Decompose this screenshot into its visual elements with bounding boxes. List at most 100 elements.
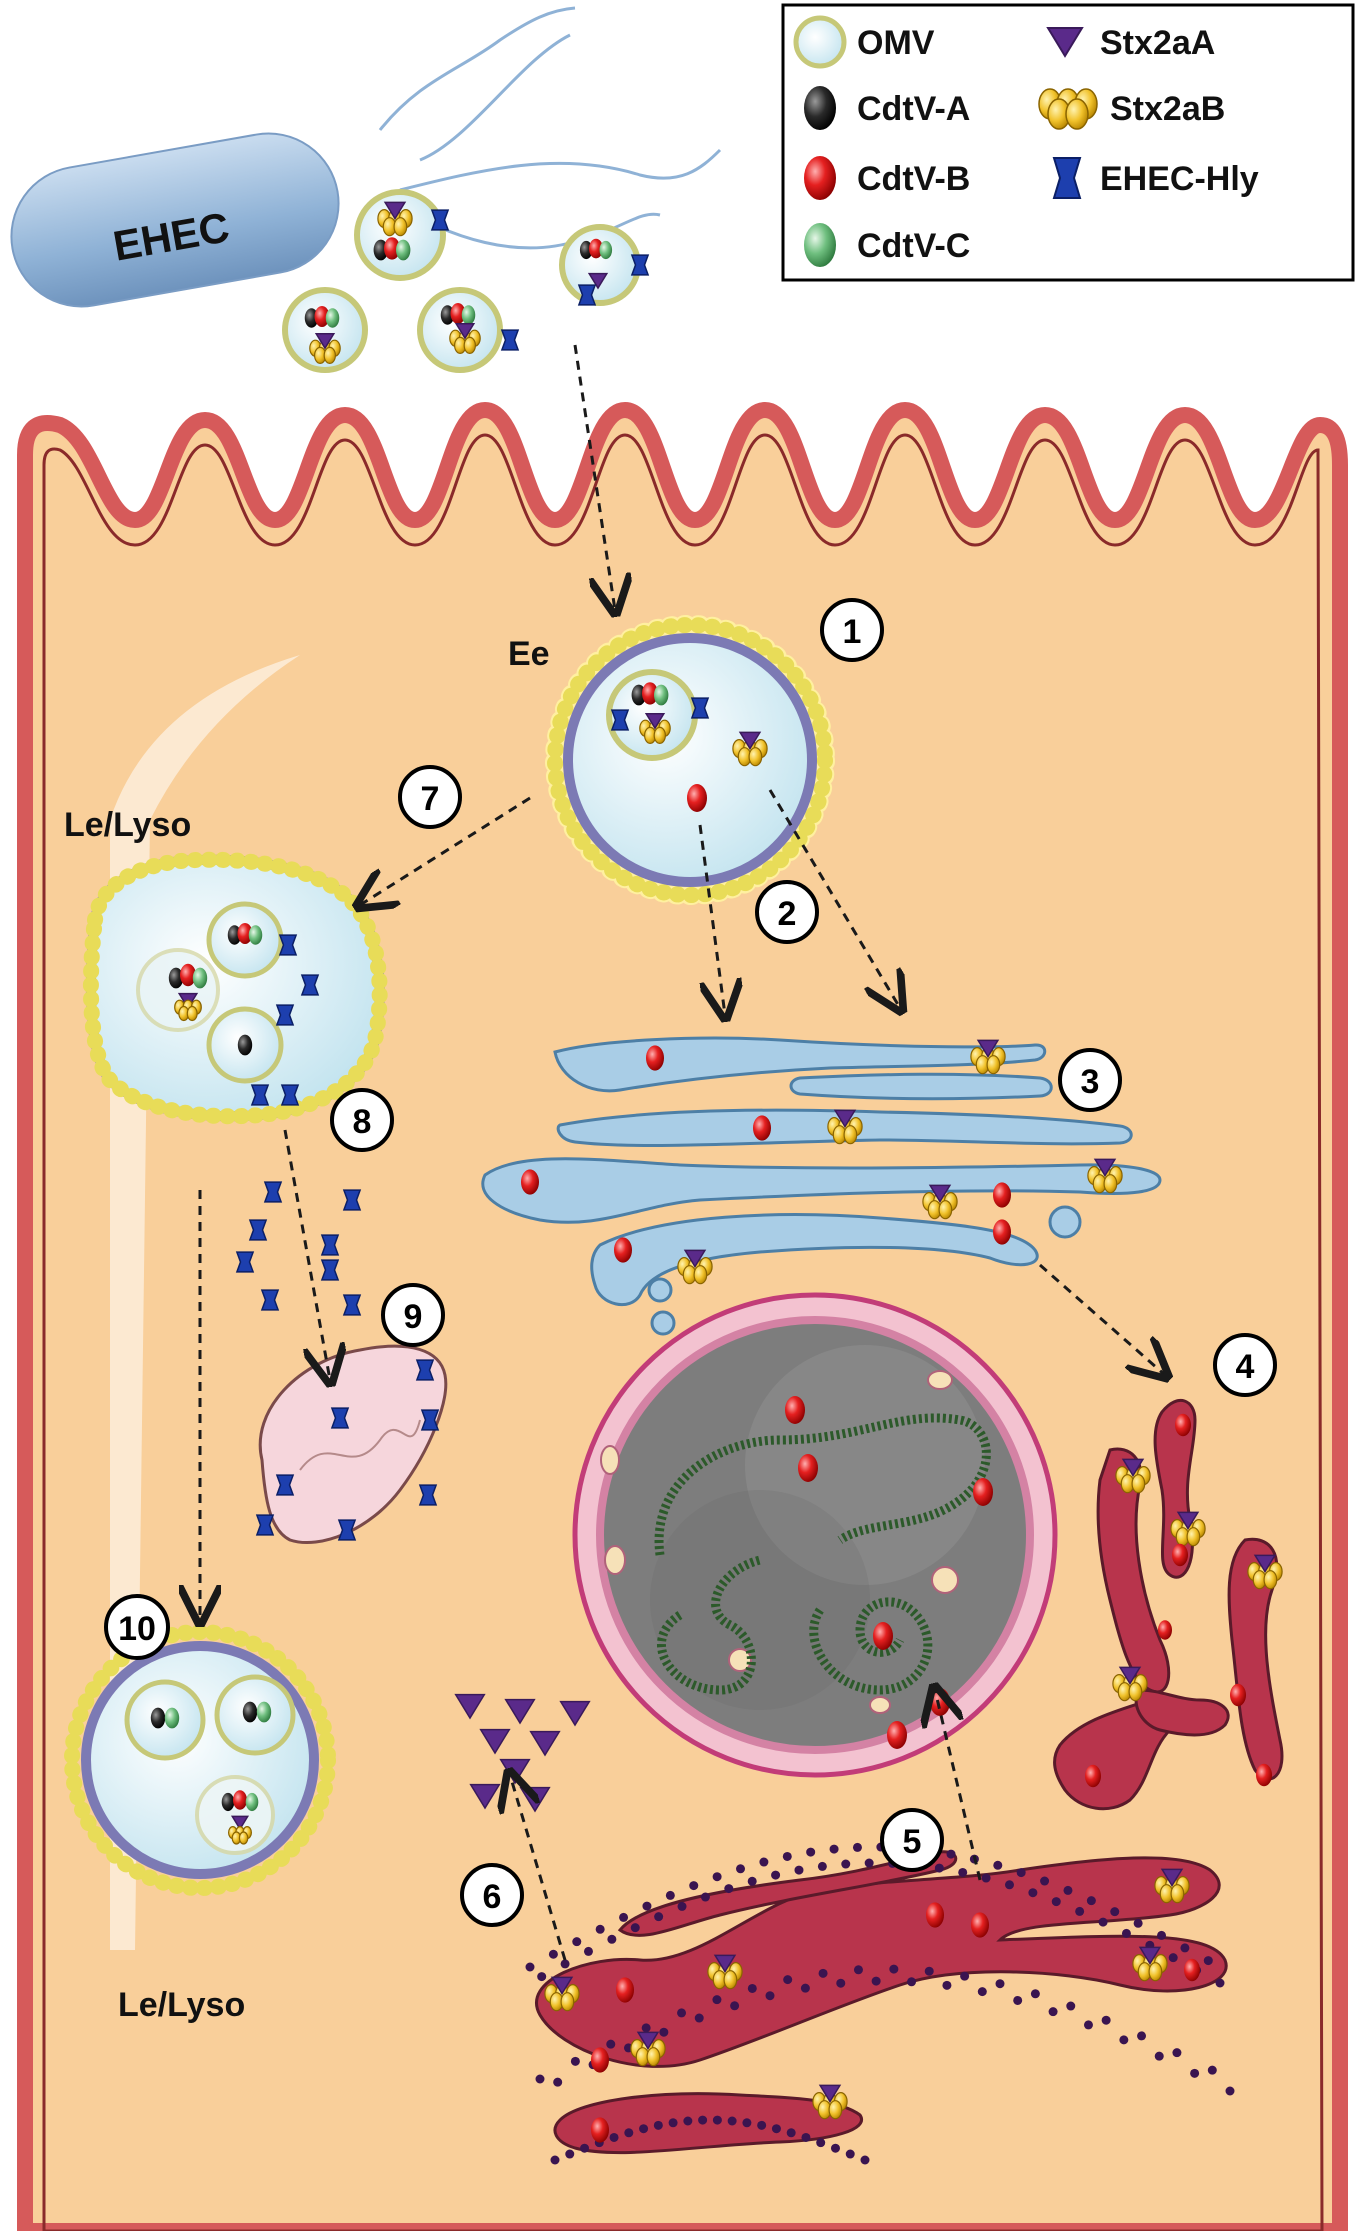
ribosome: [724, 1884, 734, 1894]
ehec-hly-molecule: [278, 934, 298, 956]
ribosome: [712, 2115, 722, 2125]
ribosome: [1075, 1906, 1085, 1916]
ribosome: [1168, 1953, 1178, 1963]
ribosome: [712, 1995, 722, 2005]
legend-label-stx2ab: Stx2aB: [1110, 90, 1225, 128]
ehec-hly-molecule: [610, 709, 630, 731]
step-badge-9: 9: [381, 1283, 445, 1347]
cdtv-a-icon: [804, 86, 836, 130]
stx2ab-subunit: [653, 726, 667, 745]
cdtv-b-molecule: [384, 237, 400, 260]
ribosome: [639, 2124, 649, 2134]
stx2ab-subunit: [393, 217, 408, 237]
ribosome: [757, 2120, 767, 2130]
cell-body: [17, 402, 1348, 2231]
ribosome: [730, 2001, 740, 2011]
cdtv-a-molecule: [631, 684, 646, 706]
legend-cdtv-a: CdtV-A: [804, 86, 970, 130]
ribosome: [677, 1901, 687, 1911]
ribosome: [924, 1966, 934, 1976]
cdtv-c-molecule: [256, 1701, 272, 1723]
ribosome: [525, 1962, 535, 1972]
stx2aa-molecule: [454, 323, 476, 340]
ehec-hly-molecule: [630, 254, 650, 276]
legend-label-cdtv-b: CdtV-B: [857, 160, 970, 198]
cdtv-b-molecule: [798, 1454, 818, 1482]
ribosome: [583, 1946, 593, 1956]
legend-cdtv-b: CdtV-B: [804, 156, 970, 200]
ribosome: [619, 1912, 629, 1922]
ribosome: [816, 2138, 826, 2148]
arrow-uptake: [573, 344, 615, 610]
ribosome: [946, 1849, 956, 1859]
ribosome: [630, 1923, 640, 1933]
legend-stx2aa: Stx2aA: [1046, 24, 1215, 62]
cdtv-b-molecule: [1158, 1620, 1172, 1640]
stx2aa-molecule: [1118, 1666, 1142, 1686]
ribosome: [786, 2128, 796, 2138]
cdtv-c-molecule: [396, 239, 411, 261]
late-endosome-lysosome-bottom: [64, 1624, 336, 1896]
stx2aa-molecule: [479, 1728, 511, 1755]
ehec-hly-molecule: [418, 1484, 438, 1506]
cdtv-c-molecule: [654, 684, 669, 706]
ehec-hly-molecule: [330, 1407, 350, 1429]
step-badge-7: 7: [398, 765, 462, 829]
stx2aa-molecule: [469, 1783, 501, 1810]
ehec-hly-molecule: [420, 1409, 440, 1431]
cdtv-c-molecule: [599, 240, 613, 260]
cdtv-a-molecule: [579, 240, 593, 260]
ribosome: [1215, 1978, 1225, 1988]
arrow-to-cytosol: [510, 1775, 567, 1961]
ehec-hly-molecule: [300, 974, 320, 996]
early-endosome: [545, 615, 835, 905]
legend-label-ehec-hly: EHEC-Hly: [1100, 160, 1259, 198]
ribosome: [1172, 2048, 1182, 2058]
step-badge-10: 10: [104, 1594, 170, 1660]
ehec-hly-molecule: [342, 1189, 362, 1211]
cdtv-b-molecule: [1184, 1958, 1200, 1982]
stx2ab-subunit: [1263, 1570, 1278, 1590]
stx2aa-molecule: [636, 2031, 660, 2051]
cdtv-c-molecule: [164, 1707, 180, 1729]
ribosome: [642, 1901, 652, 1911]
ribosome: [801, 2132, 811, 2142]
ribosome: [783, 1975, 793, 1985]
ribosome: [1137, 2031, 1147, 2041]
step-badge-6: 6: [460, 1863, 524, 1927]
ribosome: [1051, 1897, 1061, 1907]
stx2ab-subunit: [646, 2047, 661, 2067]
pathway-arrows: [200, 344, 1165, 1961]
ehec-hly-molecule: [260, 1289, 280, 1311]
ehec-hly-molecule: [690, 697, 710, 719]
ribosome: [1048, 2007, 1058, 2017]
toxin-molecules: [150, 201, 1283, 2143]
ribosome: [1013, 1995, 1023, 2005]
ribosome: [683, 2116, 693, 2126]
step-number-4: 4: [1236, 1348, 1255, 1386]
ribosome: [747, 1983, 757, 1993]
cdtv-c-molecule: [461, 305, 476, 325]
nucleus: [572, 1292, 1058, 1778]
cdtv-b-molecule: [233, 1790, 247, 1810]
cdtv-a-molecule: [168, 967, 184, 989]
ribosome: [668, 2118, 678, 2128]
cdtv-b-molecule: [614, 1237, 632, 1263]
stx2aa-molecule: [738, 731, 762, 751]
ribosome: [771, 1870, 781, 1880]
legend-label-cdtv-a: CdtV-A: [857, 90, 970, 128]
stx2aa-molecule: [683, 1249, 707, 1269]
stx2ab-subunit: [186, 1005, 198, 1022]
stx2aa-molecule: [833, 1109, 857, 1129]
ribosome: [1098, 1917, 1108, 1927]
stx2ab-subunit: [723, 1970, 738, 1990]
cdtv-a-molecule: [304, 308, 319, 328]
legend-omv: OMV: [793, 15, 935, 69]
ehec-hly-molecule: [263, 1181, 283, 1203]
ribosome: [871, 1976, 881, 1986]
stx2aa-molecule: [314, 333, 336, 350]
legend-label-cdtv-c: CdtV-C: [857, 227, 970, 265]
rough-er: [535, 1850, 1228, 2155]
arrow-to-late-endosome: [360, 796, 531, 905]
